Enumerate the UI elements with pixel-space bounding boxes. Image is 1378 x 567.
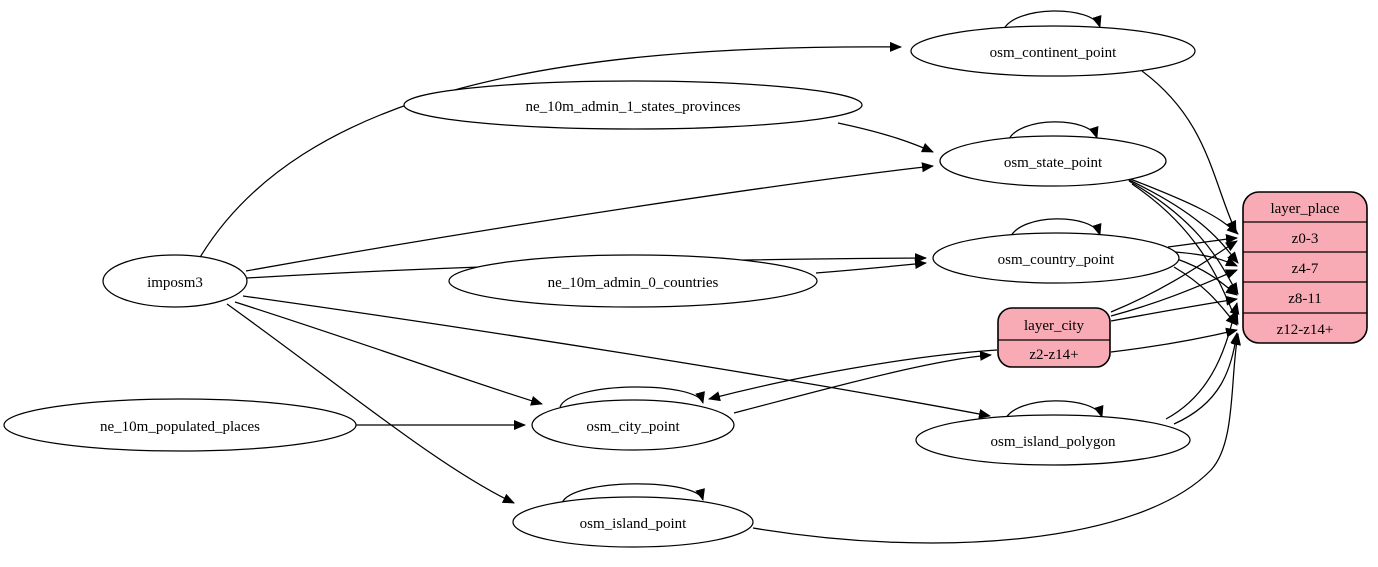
- edge-osm_island_polygon-z12-z14: [1173, 332, 1241, 425]
- selfloop-osm_continent_point: [1002, 10, 1102, 32]
- edge-layer_city-z12-z14: [1110, 327, 1238, 353]
- record-layer_place: layer_place z0-3 z4-7 z8-11 z12-z14+: [1242, 191, 1368, 344]
- node-ne_10m_admin_1_states_provinces: ne_10m_admin_1_states_provinces: [403, 80, 863, 130]
- selfloop-osm_island_point: [561, 483, 705, 504]
- node-ne_10m_populated_places-label: ne_10m_populated_places: [100, 419, 260, 435]
- edge-ne_10m_admin_0_countries-osm_country_point: [815, 259, 927, 274]
- edge-imposm3-osm_continent_point: [198, 41, 902, 260]
- edge-osm_country_point-z0-3: [1167, 234, 1238, 248]
- edge-imposm3-osm_state_point: [245, 162, 934, 272]
- node-imposm3-label: imposm3: [147, 275, 203, 291]
- record-layer_city-title: layer_city: [1024, 318, 1084, 334]
- edge-layer_city-osm_city_point: [708, 349, 998, 402]
- record-layer_place-row-z0-3: z0-3: [1292, 231, 1319, 247]
- edge-osm_continent_point-z0-3: [1141, 70, 1237, 233]
- edge-imposm3-osm_island_point: [226, 303, 515, 504]
- node-osm_continent_point: osm_continent_point: [910, 25, 1196, 77]
- node-osm_island_point: osm_island_point: [512, 496, 754, 548]
- edge-osm_city_point-layer_city: [733, 350, 992, 414]
- edge-layer_city-z0-3: [1110, 240, 1238, 313]
- node-ne_10m_admin_0_countries-label: ne_10m_admin_0_countries: [548, 275, 719, 291]
- selfloop-osm_island_polygon: [1004, 400, 1104, 421]
- edges: [198, 10, 1241, 544]
- record-layer_city: layer_city z2-z14+: [997, 307, 1111, 368]
- record-layer_place-row-z12-z14: z12-z14+: [1277, 322, 1334, 338]
- edge-osm_state_point-z4-7: [1124, 177, 1239, 264]
- node-osm_state_point: osm_state_point: [939, 135, 1167, 187]
- node-osm_country_point: osm_country_point: [932, 232, 1180, 284]
- edge-layer_city-z8-11: [1110, 295, 1238, 322]
- selfloop-osm_city_point: [559, 386, 705, 408]
- edge-layer_city-z4-7: [1110, 269, 1238, 317]
- node-ne_10m_admin_1_states_provinces-label: ne_10m_admin_1_states_provinces: [526, 99, 741, 115]
- node-ne_10m_admin_0_countries-shape: [448, 254, 818, 308]
- node-ne_10m_admin_0_countries: ne_10m_admin_0_countries: [448, 254, 818, 308]
- node-osm_island_polygon-shape: [915, 414, 1191, 466]
- record-layer_place-box: [1242, 191, 1368, 344]
- edge-osm_state_point-z8-11: [1128, 180, 1239, 295]
- node-osm_continent_point-shape: [910, 25, 1196, 77]
- node-osm_city_point-shape: [531, 399, 735, 451]
- node-osm_country_point-label: osm_country_point: [998, 252, 1115, 268]
- selfloop-osm_state_point: [1007, 121, 1099, 142]
- record-layer_place-row-z4-7: z4-7: [1292, 261, 1319, 277]
- node-osm_country_point-shape: [932, 232, 1180, 284]
- node-imposm3: imposm3: [102, 254, 248, 308]
- edge-ne_10m_admin_1_states_provinces-osm_state_point: [837, 122, 934, 153]
- node-osm_island_point-label: osm_island_point: [580, 516, 688, 532]
- node-osm_island_point-shape: [512, 496, 754, 548]
- edge-osm_island_polygon-z8-11: [1165, 302, 1240, 420]
- edge-osm_state_point-z0-3: [1119, 174, 1239, 235]
- node-osm_continent_point-label: osm_continent_point: [990, 45, 1117, 61]
- node-osm_island_polygon: osm_island_polygon: [915, 414, 1191, 466]
- node-osm_island_polygon-label: osm_island_polygon: [990, 434, 1116, 450]
- node-osm_city_point-label: osm_city_point: [586, 419, 680, 435]
- node-imposm3-shape: [102, 254, 248, 308]
- node-ne_10m_admin_1_states_provinces-shape: [403, 80, 863, 130]
- record-layer_place-title: layer_place: [1270, 201, 1339, 217]
- node-osm_city_point: osm_city_point: [531, 399, 735, 451]
- selfloop-osm_country_point: [1009, 218, 1102, 239]
- node-osm_state_point-label: osm_state_point: [1004, 155, 1103, 171]
- node-osm_state_point-shape: [939, 135, 1167, 187]
- edge-imposm3-osm_island_polygon: [242, 295, 991, 419]
- edge-imposm3-osm_city_point: [234, 301, 543, 406]
- record-layer_city-box: [997, 307, 1111, 368]
- node-ne_10m_populated_places: ne_10m_populated_places: [3, 398, 357, 452]
- record-layer_city-row-z2-z14: z2-z14+: [1029, 347, 1078, 363]
- edge-osm_country_point-z4-7: [1174, 251, 1238, 267]
- node-ne_10m_populated_places-shape: [3, 398, 357, 452]
- record-layer_place-row-z8-11: z8-11: [1288, 291, 1322, 307]
- edge-osm_island_point-z12-z14: [752, 333, 1241, 544]
